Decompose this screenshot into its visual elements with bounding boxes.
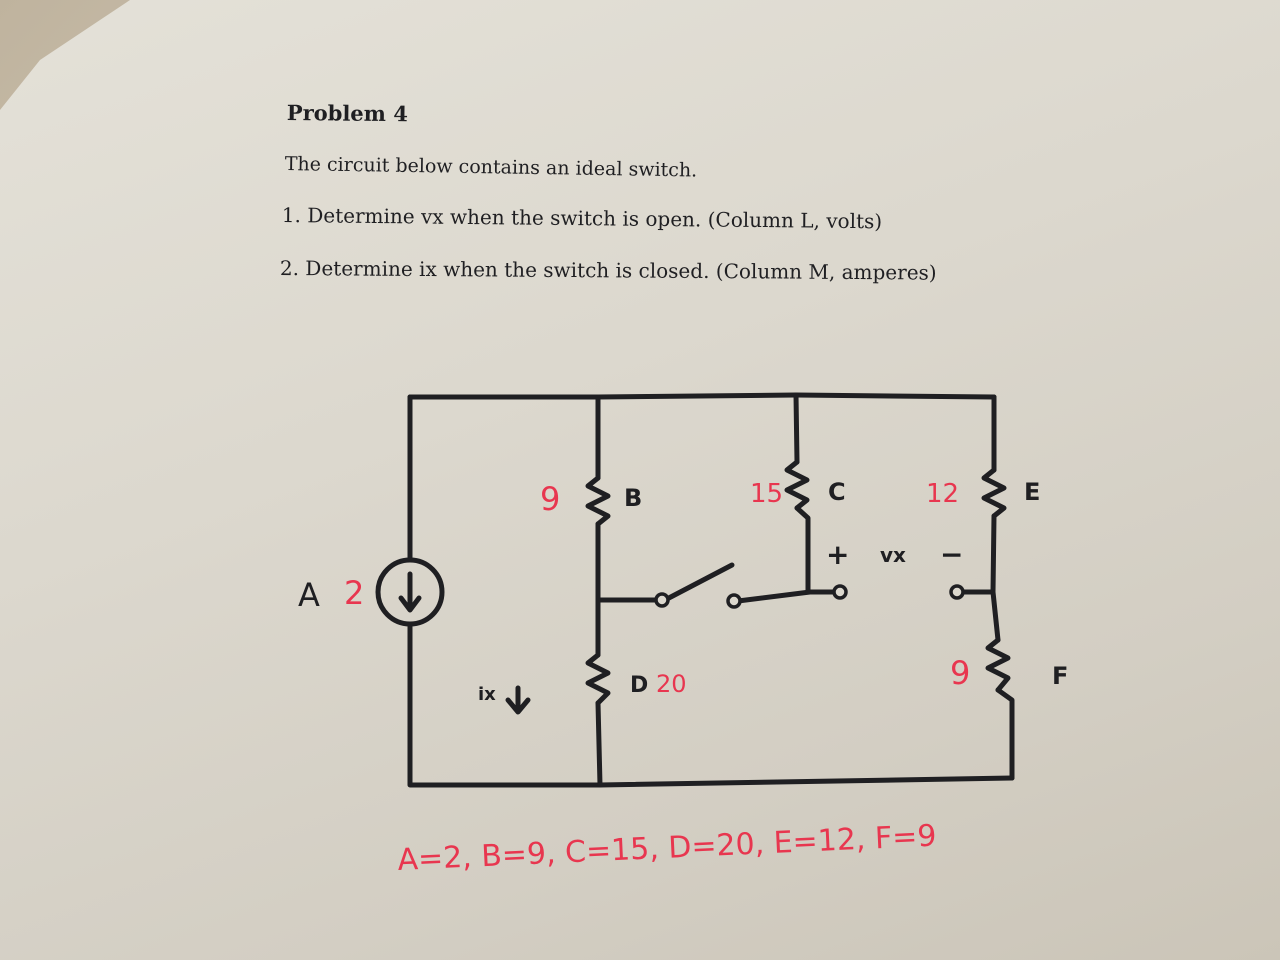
- wire-top: [407, 392, 997, 400]
- wire-left-lower: [407, 622, 1015, 788]
- answers-line: A=2, B=9, C=15, D=20, E=12, F=9: [397, 819, 937, 878]
- resistor-d-letter: D: [630, 673, 648, 698]
- resistor-f-value: 9: [950, 654, 970, 692]
- resistor-d-value: 20: [656, 670, 687, 698]
- wire-b-bottom: [595, 521, 663, 603]
- ix-label: ix: [478, 684, 496, 705]
- current-source-arrow: [398, 571, 422, 613]
- switch-blade: [662, 562, 735, 603]
- resistor-f-letter: F: [1052, 662, 1068, 690]
- vx-minus-sign: −: [940, 538, 963, 571]
- resistor-e-zigzag: [981, 467, 1007, 519]
- resistor-c-value: 15: [750, 479, 783, 509]
- resistor-b-value: 9: [540, 480, 560, 518]
- resistor-b-zigzag: [585, 475, 611, 527]
- source-value: 2: [344, 574, 364, 612]
- current-source-circle: [375, 557, 445, 627]
- switch-terminal-left: [654, 592, 670, 608]
- vx-terminal-plus: [832, 584, 848, 600]
- ix-arrow-icon: [505, 685, 531, 715]
- wire-c-top: [793, 392, 800, 465]
- vx-terminal-minus: [949, 584, 965, 600]
- resistor-d-zigzag: [585, 652, 611, 706]
- source-letter: A: [298, 576, 320, 614]
- vx-plus-sign: +: [826, 538, 849, 571]
- resistor-e-value: 12: [926, 479, 959, 509]
- resistor-c-letter: C: [828, 478, 846, 506]
- wire-f-top: [990, 589, 1001, 643]
- resistor-f-zigzag: [985, 637, 1011, 693]
- resistor-b-letter: B: [624, 484, 642, 512]
- wire-switch-right: [735, 589, 813, 604]
- wire-f-bottom: [995, 687, 1015, 781]
- vx-label: vx: [880, 543, 906, 567]
- wire-c-bottom: [794, 505, 839, 595]
- resistor-c-zigzag: [784, 459, 810, 511]
- switch-terminal-right: [726, 593, 742, 609]
- wire-d-bottom: [595, 700, 603, 788]
- wire-e-bottom: [959, 513, 997, 595]
- resistor-e-letter: E: [1024, 478, 1040, 506]
